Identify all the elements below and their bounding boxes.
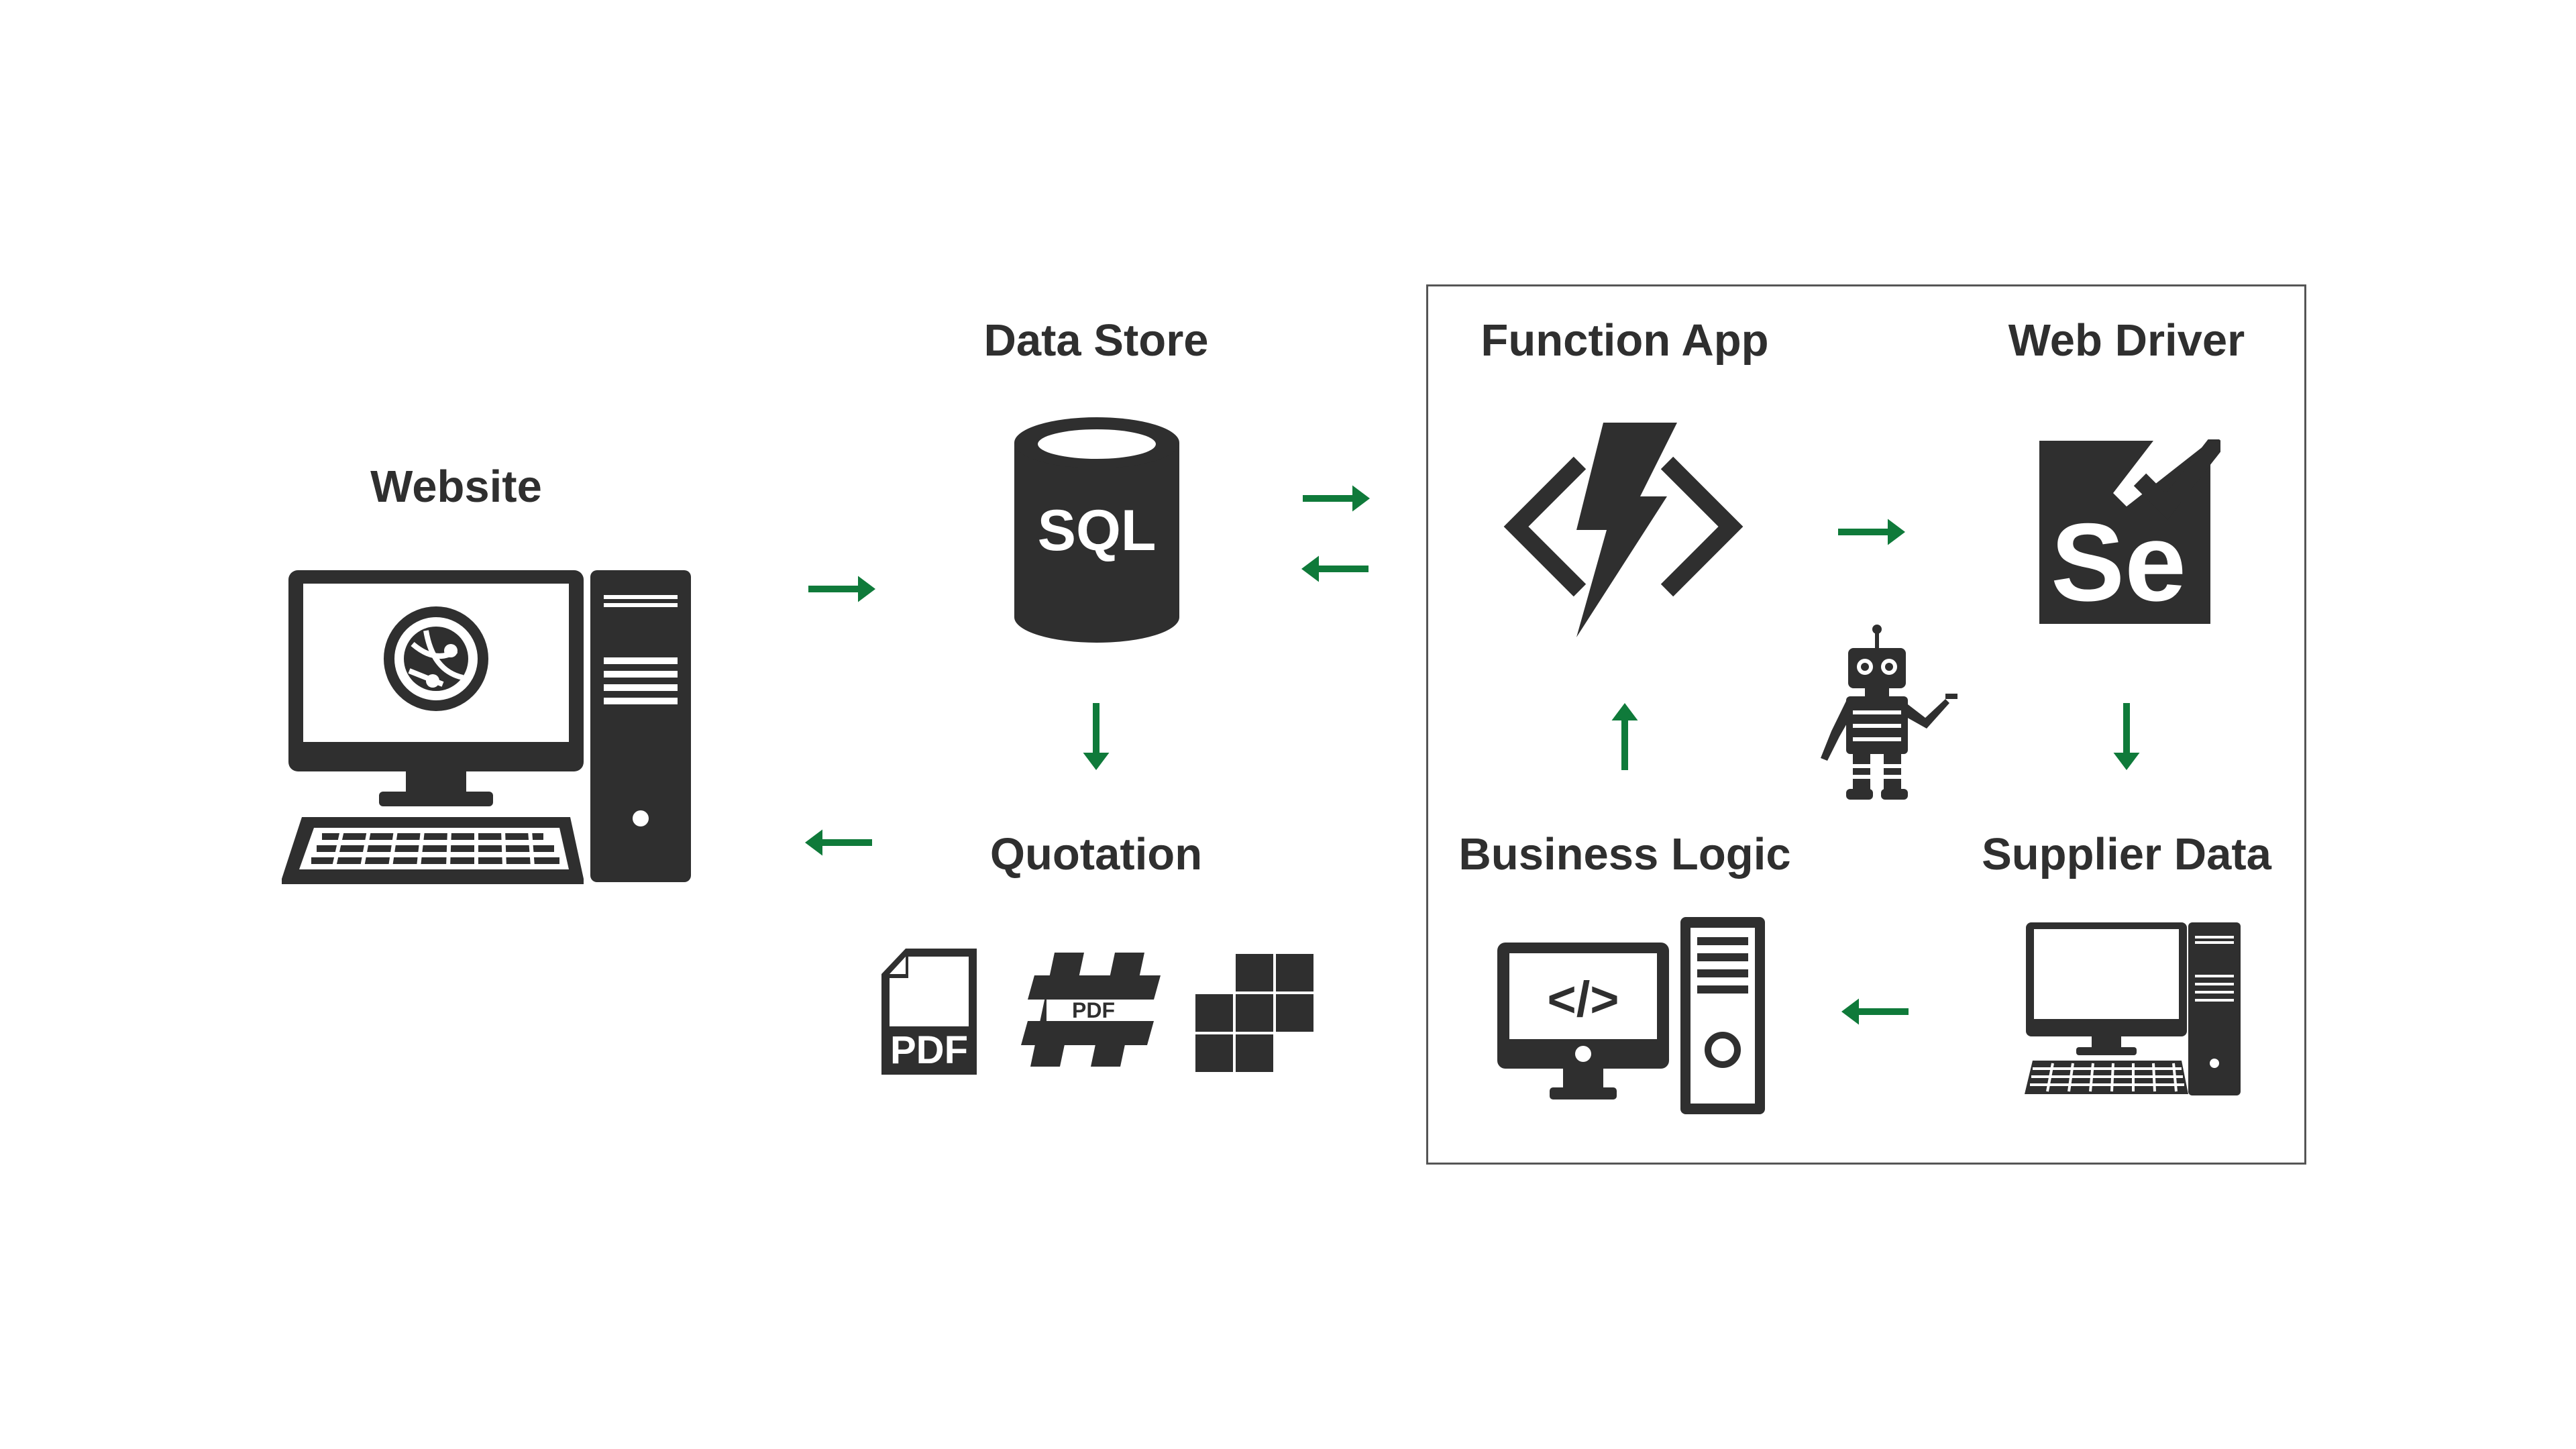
arrow-businesslogic-to-functionapp <box>1611 703 1638 770</box>
arrow-datastore-to-functionapp <box>1303 485 1370 512</box>
pdf-hash-label: PDF <box>1072 998 1115 1022</box>
azure-function-icon <box>1503 423 1743 637</box>
arrow-supplierdata-to-businesslogic <box>1841 998 1909 1025</box>
code-computer-icon: </> <box>1497 917 1765 1114</box>
pdf-file-label: PDF <box>890 1028 968 1072</box>
arrow-quotation-to-website <box>805 829 872 856</box>
label-quotation: Quotation <box>989 829 1203 879</box>
label-supplier-data: Supplier Data <box>1982 829 2271 879</box>
label-web-driver: Web Driver <box>2008 315 2245 366</box>
arrow-businesslogic-to-functionapp-head <box>1611 703 1638 720</box>
arrow-datastore-to-quotation <box>1083 703 1110 770</box>
label-data-store: Data Store <box>983 315 1209 366</box>
supplier-computer-icon <box>2025 922 2241 1095</box>
arrow-quotation-to-website-head <box>805 829 822 856</box>
arrow-functionapp-to-datastore <box>1301 555 1368 582</box>
arrow-website-to-datastore <box>808 576 875 602</box>
arrow-datastore-to-quotation-head <box>1083 753 1110 770</box>
function-app-group-border <box>1426 284 2306 1165</box>
arrow-website-to-datastore-head <box>858 576 875 602</box>
pdf-file-icon: PDF <box>881 949 977 1075</box>
pdf-hash-icon: PDF <box>1021 953 1161 1067</box>
arrow-functionapp-to-webdriver-head <box>1888 519 1905 545</box>
arrow-supplierdata-to-businesslogic-head <box>1841 998 1859 1025</box>
arrow-webdriver-to-supplierdata <box>2113 703 2140 770</box>
selenium-label: Se <box>2051 500 2186 624</box>
label-website: Website <box>370 462 542 512</box>
robot-icon <box>1821 625 1957 800</box>
arrow-functionapp-to-webdriver <box>1838 519 1905 545</box>
computer-globe-icon <box>282 570 691 884</box>
grid-blocks-icon <box>1195 954 1313 1072</box>
selenium-icon: Se <box>2039 439 2220 624</box>
arrow-webdriver-to-supplierdata-head <box>2113 753 2140 770</box>
sql-label: SQL <box>1038 498 1157 563</box>
arrow-functionapp-to-datastore-head <box>1301 555 1319 582</box>
sql-database-icon: SQL <box>1014 417 1179 643</box>
arrow-datastore-to-functionapp-head <box>1352 485 1370 512</box>
label-function-app: Function App <box>1481 315 1769 366</box>
code-label: </> <box>1548 971 1619 1027</box>
label-business-logic: Business Logic <box>1458 829 1791 879</box>
